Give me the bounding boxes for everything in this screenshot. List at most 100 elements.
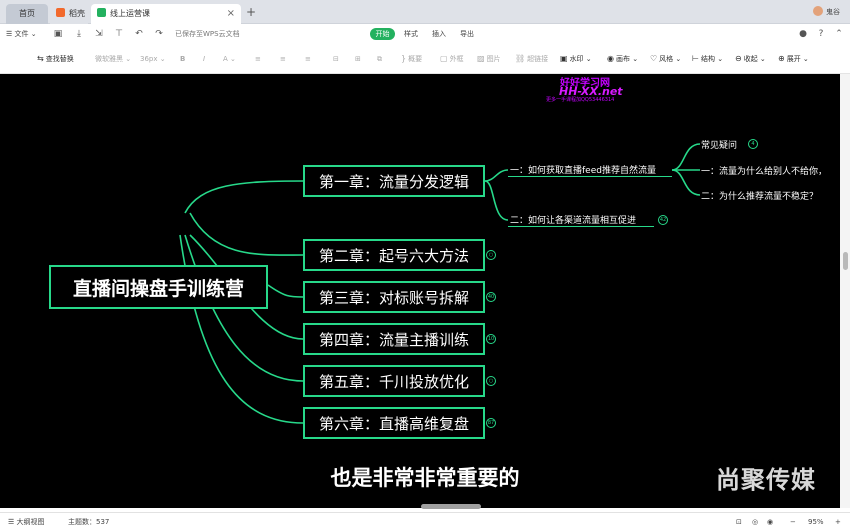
user-account[interactable]: 鬼谷 [813,5,840,19]
outline-view-button[interactable]: ☰ 大纲视图 [8,516,45,528]
watermark-line-3: 更多一手课程加QQ53446314 [546,97,615,103]
fit-screen-icon[interactable]: ⊡ [736,518,742,526]
view-mode-icon[interactable]: ◎ [752,518,759,526]
title-tab-bar: 首页 稻壳 线上运营课 × + 鬼谷 [0,0,850,24]
find-replace-button[interactable]: ⇆查找替换 [37,53,74,65]
redo-icon[interactable]: ↷ [155,29,163,39]
collapse-badge[interactable]: 42 [658,215,668,225]
subtopic-underline [508,176,672,177]
connector-sub1-gc3 [671,169,701,196]
save-icon[interactable]: ▣ [53,29,63,39]
export-icon[interactable]: ⇲ [95,29,103,39]
format-painter-icon[interactable]: ⊤ [115,29,123,39]
chapter-label: 第六章：直播高维复盘 [318,414,469,433]
tab-docer[interactable]: 稻壳 [50,4,88,24]
insert-child-icon[interactable]: ⊞ [355,55,361,63]
zoom-out-button[interactable]: − [790,518,796,526]
collab-avatar-icon[interactable]: ● [799,29,807,39]
collapse-badge[interactable]: ○ [486,250,496,260]
style-button[interactable]: ♡风格 ⌄ [650,54,682,63]
expand-button[interactable]: ⊕展开 ⌄ [778,54,809,63]
tab-insert[interactable]: 插入 [432,30,446,38]
canvas-button[interactable]: ◉画布 ⌄ [607,54,639,63]
collapse-badge[interactable]: 87 [486,418,496,428]
chapter-node[interactable]: 第六章：直播高维复盘 [303,407,485,439]
docer-icon [56,8,65,17]
close-icon[interactable]: × [226,8,235,19]
watermark-button[interactable]: ▣水印 ⌄ [560,54,592,63]
chapter-node[interactable]: 第二章：起号六大方法 [303,239,485,271]
subtopic-label[interactable]: 一：流量为什么给别人不给你， [701,167,828,177]
chapter-node[interactable]: 第五章：千川投放优化 [303,365,485,397]
vertical-scrollbar-thumb[interactable] [843,252,848,270]
chapter-label: 第四章：流量主播训练 [318,330,469,349]
border-icon: ▢ [440,54,448,63]
style-icon: ♡ [650,54,658,63]
align-center-icon[interactable]: ≡ [280,55,286,63]
subtopic-label[interactable]: 常见疑问 [701,141,738,151]
style-label: 风格 [659,55,674,63]
file-menu[interactable]: ☰ 文件 ⌄ [6,30,37,38]
topic-count-value: 537 [96,518,110,526]
tab-home[interactable]: 首页 [6,4,48,24]
font-color-button[interactable]: A ⌄ [223,55,236,63]
chapter-label: 第三章：对标账号拆解 [318,288,469,307]
undo-icon[interactable]: ↶ [135,29,143,39]
image-button[interactable]: ▨图片 [477,53,501,65]
chapter-node[interactable]: 第四章：流量主播训练 [303,323,485,355]
zoom-in-button[interactable]: + [835,518,841,526]
insert-parent-icon[interactable]: ⧉ [377,55,382,63]
tab-active-document[interactable]: 线上运营课 × [91,4,241,24]
font-size-select[interactable]: 36px ⌄ [140,55,166,63]
align-right-icon[interactable]: ≡ [305,55,311,63]
tab-export[interactable]: 导出 [460,30,474,38]
tab-start[interactable]: 开始 [370,28,395,40]
collapse-button[interactable]: ⊖收起 ⌄ [735,54,766,63]
summary-button[interactable]: }概要 [401,53,422,65]
structure-button[interactable]: ⊢结构 ⌄ [692,54,724,63]
subtopic-underline [508,226,654,227]
collapse-ribbon-icon[interactable]: ⌃ [835,29,843,39]
subtopic-label[interactable]: 一：如何获取直播feed推荐自然流量 [510,166,656,176]
collapse-badge[interactable]: 40 [486,292,496,302]
help-icon[interactable]: ? [818,29,824,39]
new-tab-button[interactable]: + [245,5,257,19]
subtopic-label[interactable]: 二：如何让各渠道流量相互促进 [510,216,637,226]
connector-ch6 [179,234,304,424]
vertical-scrollbar[interactable] [840,74,850,508]
subtopic-label[interactable]: 二：为什么推荐流量不稳定？ [701,192,819,202]
tab-style[interactable]: 样式 [404,30,418,38]
connector-ch1 [184,180,304,214]
watermark-line-2: HH-XX.net [559,85,623,98]
menu-row: ☰ 文件 ⌄ ▣ ⤓ ⇲ ⊤ ↶ ↷ 已保存至WPS云文档 开始 样式 插入 导… [0,24,850,44]
tab-docer-label: 稻壳 [69,9,85,18]
italic-button[interactable]: I [203,55,206,63]
connector-ch3 [267,284,304,298]
zoom-level[interactable]: 95% [808,518,824,526]
insert-sibling-icon[interactable]: ⊟ [333,55,339,63]
horizontal-scrollbar-thumb[interactable] [421,504,481,509]
align-left-icon[interactable]: ≡ [255,55,261,63]
border-button[interactable]: ▢外框 [440,53,464,65]
watermark-line-1: 好好学习网 [560,78,610,89]
topic-count: 主题数：537 [68,516,109,528]
root-topic[interactable]: 直播间操盘手训练营 [49,265,268,309]
save-status: 已保存至WPS云文档 [175,30,240,38]
eye-icon[interactable]: ◉ [767,518,774,526]
font-family-select[interactable]: 微软雅黑 ⌄ [95,55,132,63]
collapse-badge[interactable]: ○ [486,376,496,386]
collapse-badge[interactable]: 10 [486,334,496,344]
brand-watermark: 尚聚传媒 [716,466,816,494]
file-menu-label: 文件 [14,30,29,38]
chapter-node[interactable]: 第三章：对标账号拆解 [303,281,485,313]
link-button[interactable]: ⛓超链接 [515,53,548,65]
chapter-label: 第五章：千川投放优化 [318,372,469,391]
image-label: 图片 [486,55,501,63]
download-icon[interactable]: ⤓ [77,29,81,39]
bold-button[interactable]: B [180,55,186,63]
chapter-node[interactable]: 第一章：流量分发逻辑 [303,165,485,197]
user-name: 鬼谷 [826,8,840,16]
mindmap-canvas[interactable]: 好好学习网 HH-XX.net 更多一手课程加QQ53446314 直播间操盘手… [0,74,840,508]
structure-label: 结构 [700,55,715,63]
collapse-badge[interactable]: 4 [748,139,758,149]
